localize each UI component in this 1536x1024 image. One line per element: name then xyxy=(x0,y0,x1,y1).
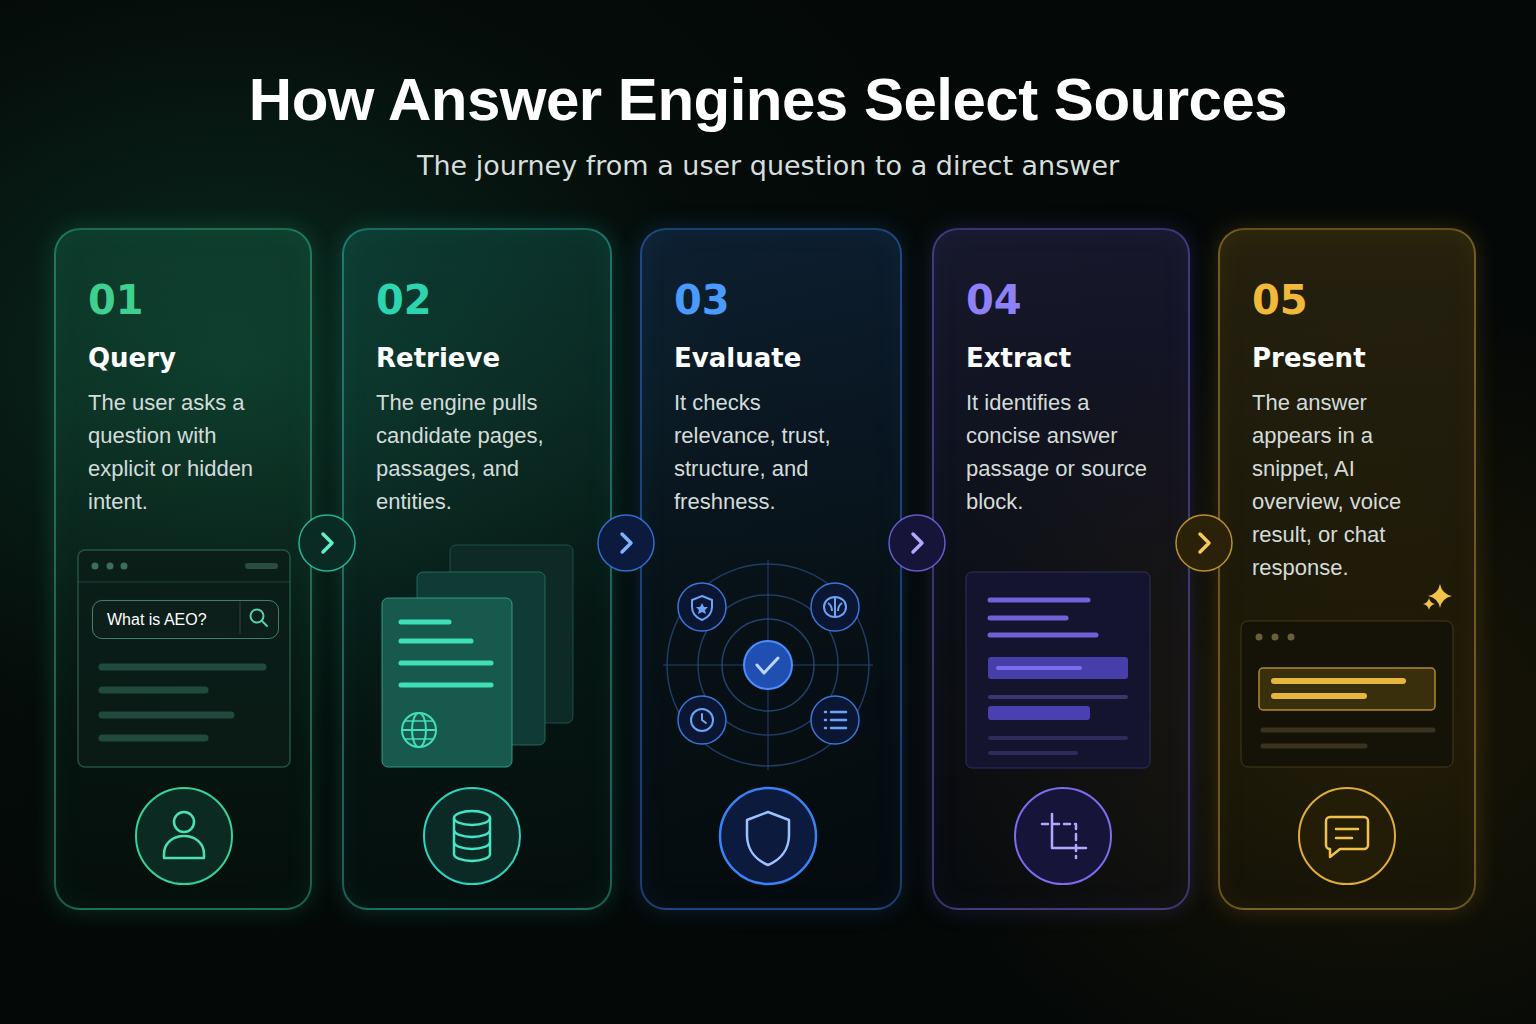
step-description: The user asks a question with explicit o… xyxy=(88,386,273,518)
step-connector xyxy=(299,515,355,571)
step-title: Retrieve xyxy=(376,342,500,374)
user-icon xyxy=(136,788,232,884)
step-connector xyxy=(598,515,654,571)
step-description: The answer appears in a snippet, AI over… xyxy=(1252,386,1417,584)
step-description: It identifies a concise answer passage o… xyxy=(966,386,1151,518)
step-title: Present xyxy=(1252,342,1366,374)
step-number: 01 xyxy=(88,278,144,322)
step-title: Evaluate xyxy=(674,342,801,374)
step-description: It checks relevance, trust, structure, a… xyxy=(674,386,864,518)
step-connector xyxy=(889,515,945,571)
diagram-subtitle: The journey from a user question to a di… xyxy=(0,148,1536,184)
step-number: 02 xyxy=(376,278,432,322)
chat-icon xyxy=(1299,788,1395,884)
search-query: What is AEO? xyxy=(107,601,207,638)
step-title: Query xyxy=(88,342,176,374)
passage-document xyxy=(966,572,1150,768)
database-icon xyxy=(424,788,520,884)
step-number: 03 xyxy=(674,278,730,322)
step-title: Extract xyxy=(966,342,1071,374)
step-description: The engine pulls candidate pages, passag… xyxy=(376,386,566,518)
evaluation-radar xyxy=(663,560,873,770)
crop-icon xyxy=(1015,788,1111,884)
shield-icon xyxy=(720,788,816,884)
step-number: 05 xyxy=(1252,278,1308,322)
search-box: What is AEO? xyxy=(92,600,279,639)
diagram-title: How Answer Engines Select Sources xyxy=(0,62,1536,138)
browser-mockup xyxy=(78,550,290,767)
step-number: 04 xyxy=(966,278,1022,322)
step-connector xyxy=(1176,515,1232,571)
